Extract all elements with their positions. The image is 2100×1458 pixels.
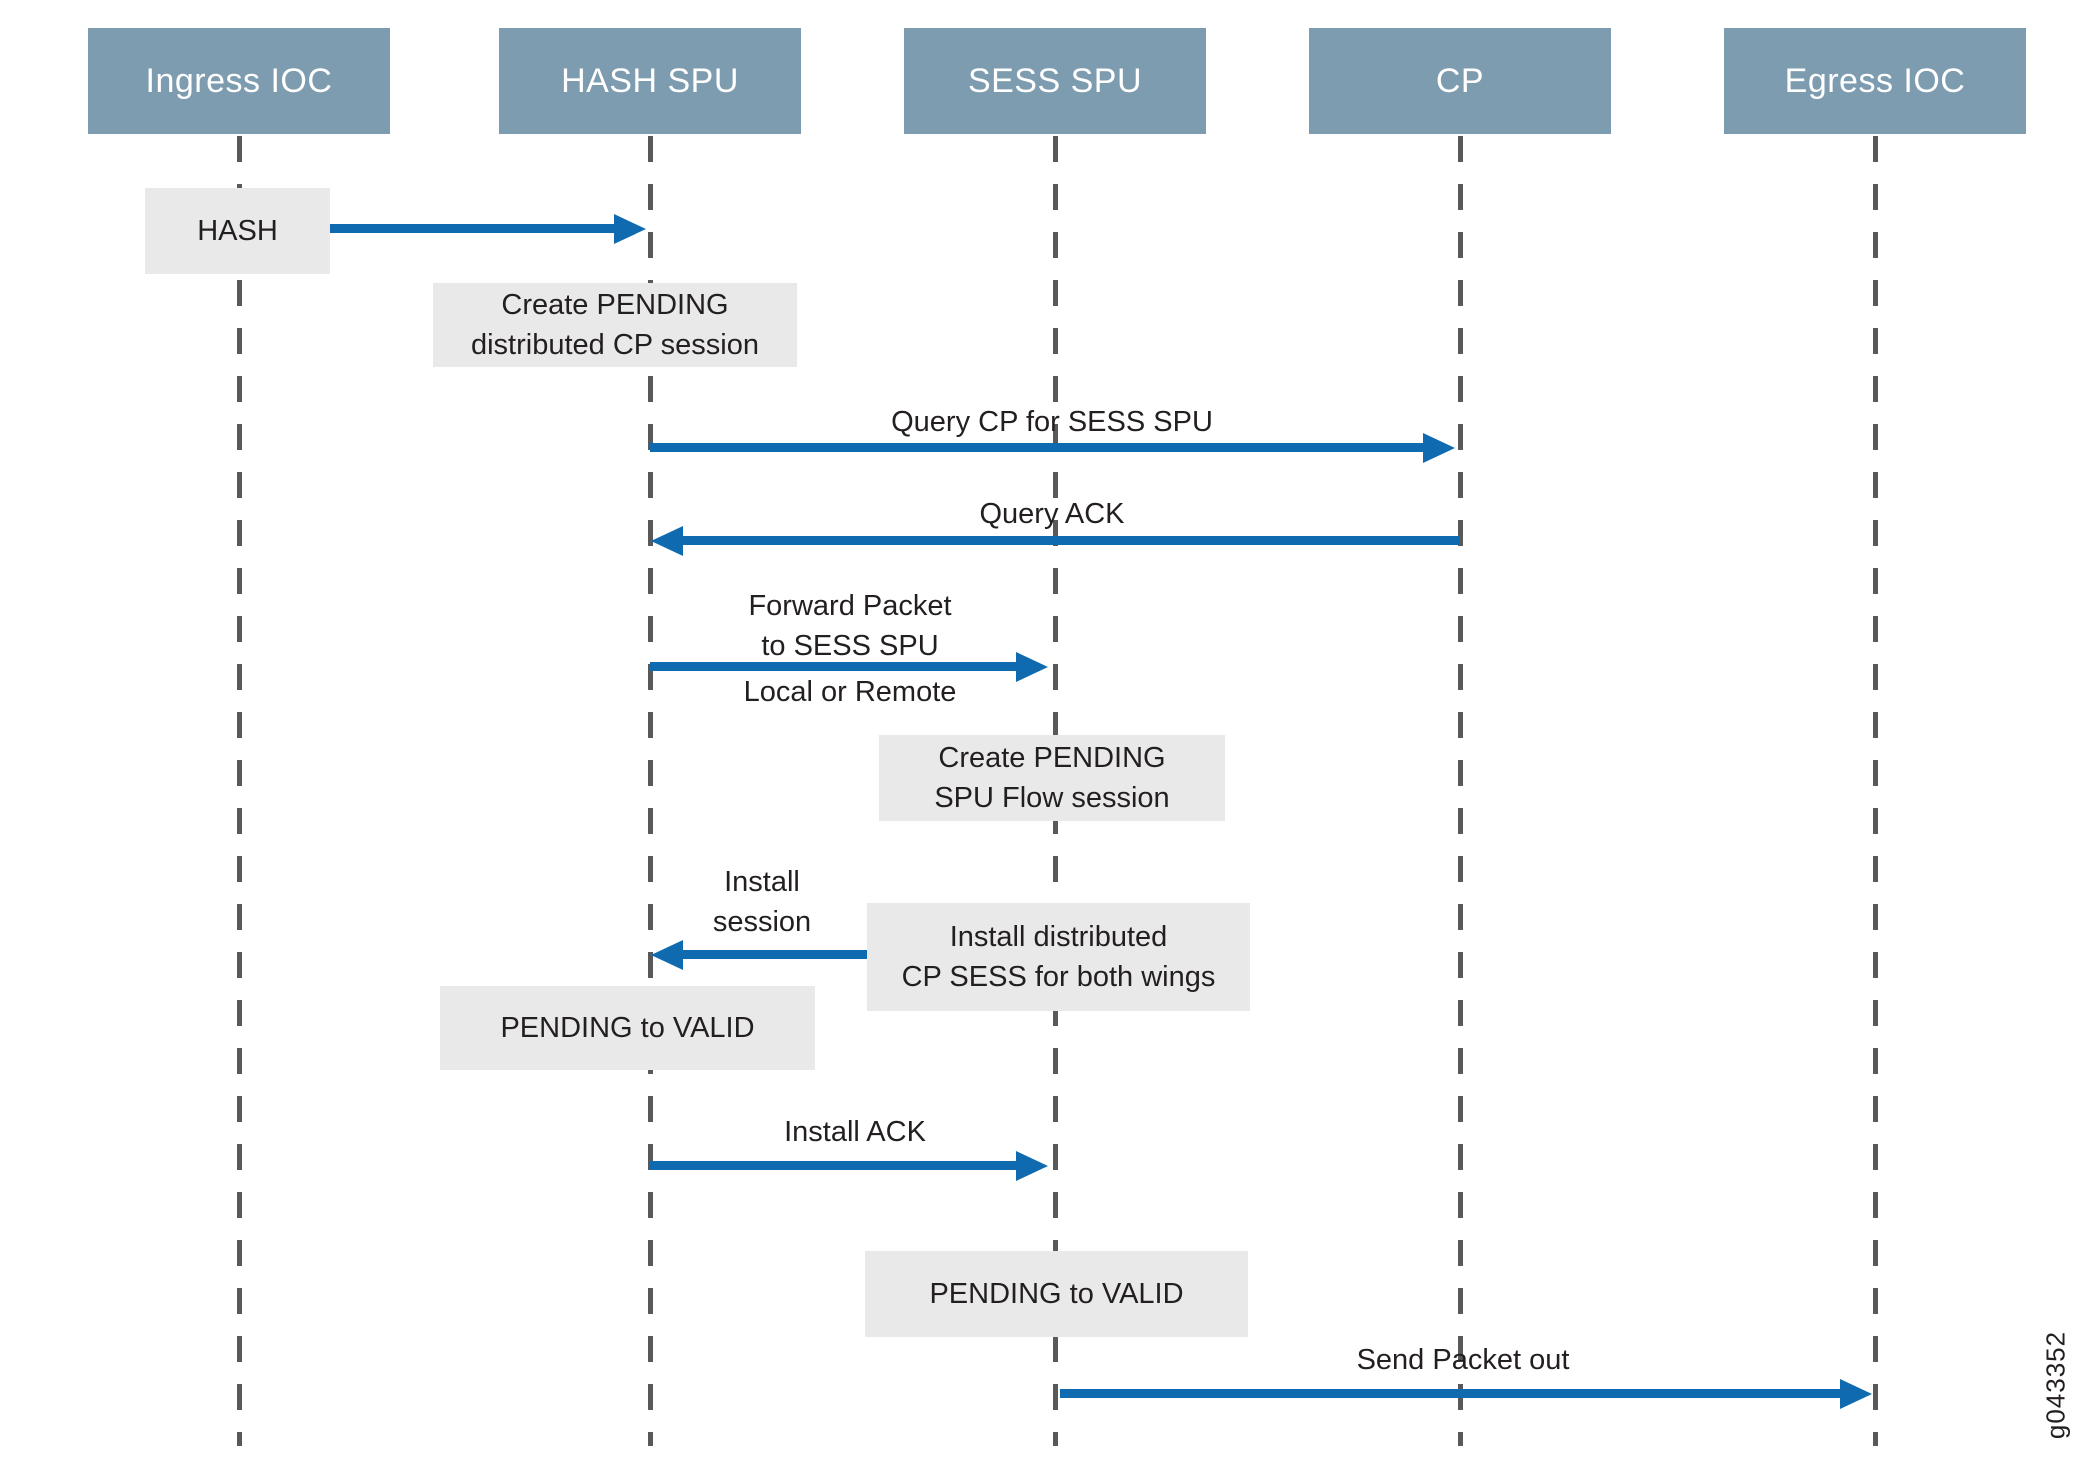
- actor-ingress-ioc: Ingress IOC: [88, 28, 390, 134]
- note-line: PENDING to VALID: [500, 1012, 755, 1044]
- label-line: to SESS SPU: [761, 630, 939, 662]
- arrow-install-ack: [650, 1161, 1016, 1170]
- actor-hash-spu: HASH SPU: [499, 28, 801, 134]
- note-line: PENDING to VALID: [929, 1278, 1184, 1310]
- note-line: CP SESS for both wings: [901, 961, 1216, 993]
- label-install-ack: Install ACK: [784, 1116, 926, 1148]
- note-pending-to-valid-hash: PENDING to VALID: [440, 986, 815, 1070]
- actor-sess-spu: SESS SPU: [904, 28, 1206, 134]
- note-hash-label: HASH: [197, 215, 278, 247]
- arrow-forward-packet: [650, 662, 1016, 671]
- lifeline-cp: [1458, 136, 1463, 1446]
- note-line: SPU Flow session: [934, 782, 1170, 814]
- actor-cp: CP: [1309, 28, 1611, 134]
- note-hash: HASH: [145, 188, 330, 274]
- note-pending-to-valid-sess: PENDING to VALID: [865, 1251, 1248, 1337]
- label-forward-packet: Forward Packet to SESS SPU: [748, 586, 951, 666]
- label-line: Forward Packet: [748, 590, 952, 622]
- lifeline-hash-spu: [648, 136, 653, 1446]
- label-line: Install: [724, 866, 800, 898]
- label-install-session: Install session: [713, 862, 811, 942]
- lifeline-egress-ioc: [1873, 136, 1878, 1446]
- lifeline-ingress-ioc: [237, 136, 242, 1446]
- note-line: Create PENDING: [501, 289, 729, 321]
- arrow-send-packet-out: [1060, 1389, 1840, 1398]
- note-line: distributed CP session: [470, 329, 759, 361]
- note-create-pending-cp-session: Create PENDING distributed CP session: [433, 283, 797, 367]
- arrow-query-cp: [650, 443, 1423, 452]
- label-line: session: [712, 906, 812, 938]
- arrow-hash-to-hash-spu: [330, 224, 614, 233]
- label-query-ack: Query ACK: [979, 498, 1125, 530]
- arrow-install-session: [683, 950, 867, 959]
- figure-id: g043352: [2040, 1330, 2071, 1440]
- note-create-pending-spu-flow: Create PENDING SPU Flow session: [879, 735, 1225, 821]
- note-line: Install distributed: [949, 921, 1168, 953]
- arrow-query-ack: [683, 536, 1460, 545]
- note-line: Create PENDING: [938, 742, 1166, 774]
- label-query-cp: Query CP for SESS SPU: [891, 406, 1213, 438]
- label-local-or-remote: Local or Remote: [743, 676, 957, 708]
- note-install-distributed: Install distributed CP SESS for both win…: [867, 903, 1250, 1011]
- label-send-packet-out: Send Packet out: [1356, 1344, 1570, 1376]
- actor-egress-ioc: Egress IOC: [1724, 28, 2026, 134]
